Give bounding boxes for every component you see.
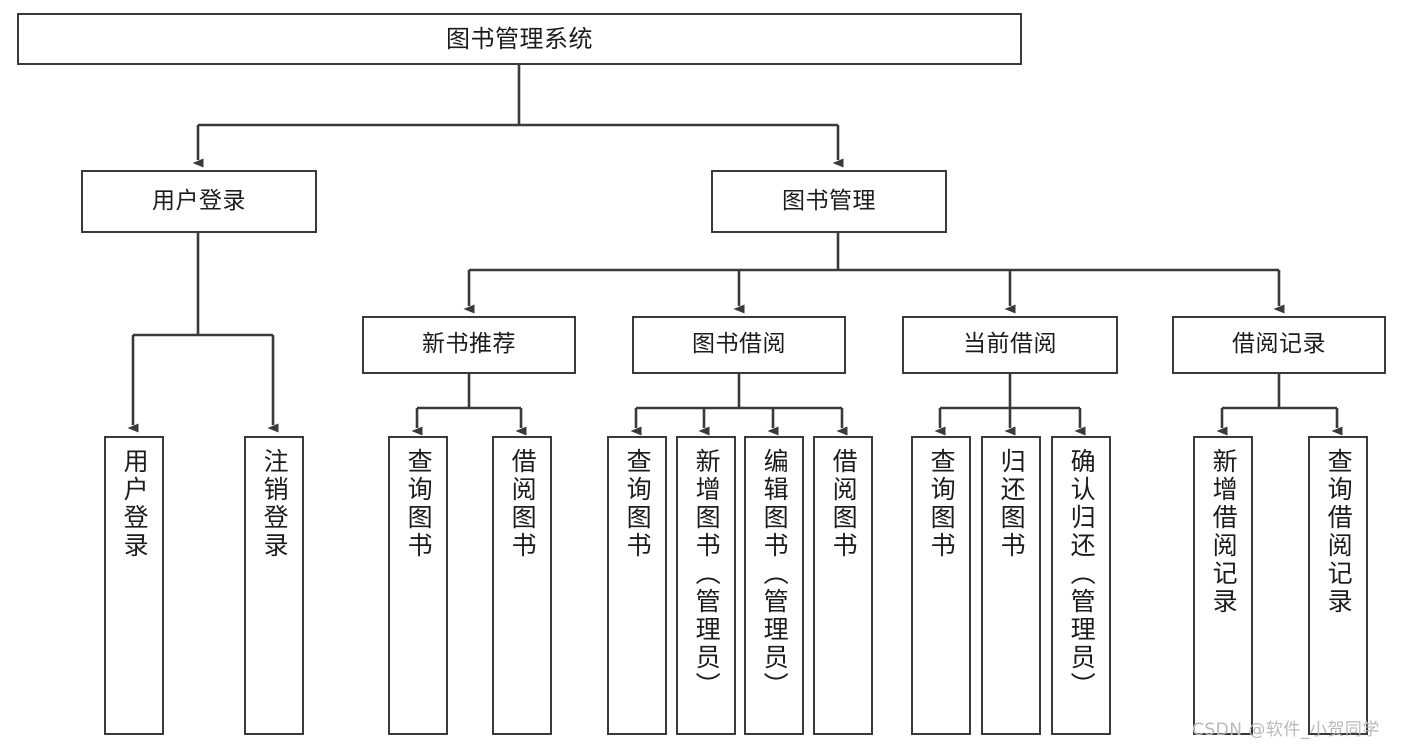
node-label: 当前借阅 [963, 331, 1057, 358]
node-new-book-recommend[interactable]: 新书推荐 [362, 316, 576, 374]
node-label: 查询图书 [927, 448, 957, 560]
node-user-login[interactable]: 用户登录 [81, 170, 317, 233]
node-root-book-management-system[interactable]: 图书管理系统 [17, 13, 1022, 65]
node-leaf-return-book[interactable]: 归还图书 [981, 436, 1041, 735]
node-label: 查询图书 [623, 448, 653, 560]
node-label: 借阅图书 [508, 448, 538, 560]
node-label: 图书借阅 [692, 331, 786, 358]
node-leaf-confirm-return-admin[interactable]: 确认归还（管理员） [1051, 436, 1111, 735]
node-book-management[interactable]: 图书管理 [711, 170, 947, 233]
node-label: 借阅记录 [1232, 331, 1326, 358]
node-label: 新增图书（管理员） [692, 448, 722, 700]
node-leaf-add-borrow-record[interactable]: 新增借阅记录 [1193, 436, 1253, 735]
node-label: 新书推荐 [422, 331, 516, 358]
node-label: 图书管理系统 [446, 24, 593, 53]
node-leaf-query-borrow-record[interactable]: 查询借阅记录 [1308, 436, 1368, 735]
node-label: 查询借阅记录 [1324, 448, 1354, 616]
node-label: 用户登录 [120, 448, 150, 560]
node-current-borrow[interactable]: 当前借阅 [902, 316, 1118, 374]
node-leaf-query-book-current[interactable]: 查询图书 [911, 436, 971, 735]
node-label: 确认归还（管理员） [1067, 448, 1097, 700]
node-label: 归还图书 [997, 448, 1027, 560]
node-leaf-query-book-recommend[interactable]: 查询图书 [388, 436, 448, 735]
node-leaf-logout-login[interactable]: 注销登录 [244, 436, 304, 735]
node-label: 借阅图书 [829, 448, 859, 560]
node-borrow-record[interactable]: 借阅记录 [1172, 316, 1386, 374]
node-leaf-borrow-book[interactable]: 借阅图书 [813, 436, 873, 735]
csdn-watermark: CSDN @软件_小贺同学 [1192, 720, 1380, 740]
node-leaf-borrow-book-recommend[interactable]: 借阅图书 [492, 436, 552, 735]
node-leaf-query-book-borrow[interactable]: 查询图书 [607, 436, 667, 735]
node-leaf-add-book-admin[interactable]: 新增图书（管理员） [676, 436, 736, 735]
node-book-borrow[interactable]: 图书借阅 [632, 316, 846, 374]
node-leaf-edit-book-admin[interactable]: 编辑图书（管理员） [744, 436, 804, 735]
node-label: 查询图书 [404, 448, 434, 560]
node-label: 编辑图书（管理员） [760, 448, 790, 700]
node-label: 新增借阅记录 [1209, 448, 1239, 616]
node-leaf-user-login[interactable]: 用户登录 [104, 436, 164, 735]
node-label: 图书管理 [782, 187, 876, 214]
node-label: 用户登录 [152, 187, 246, 214]
node-label: 注销登录 [260, 448, 290, 560]
